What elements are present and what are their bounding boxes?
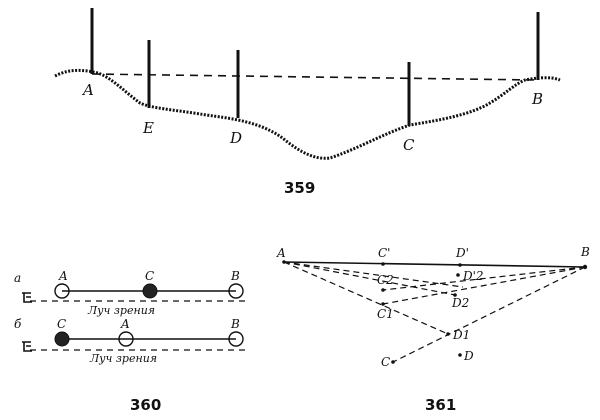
eye-icon-a xyxy=(22,292,32,303)
label-D2: D2 xyxy=(451,296,469,310)
target-B-row-a xyxy=(228,283,244,299)
line-A-C1-D2 xyxy=(283,261,456,296)
label-C-row-a: C xyxy=(145,269,154,283)
target-A-row-b xyxy=(118,331,134,347)
line-A-D1 xyxy=(283,261,449,335)
label-D-361: D xyxy=(463,349,474,363)
figure-number-360: 360 xyxy=(130,396,161,414)
eye-icon-b xyxy=(22,341,32,352)
line-B-C xyxy=(392,266,586,363)
caption-row-b: Луч зрения xyxy=(89,352,157,365)
figure-360: a A C B Луч зрения б C A B Луч зрения 36… xyxy=(14,269,250,414)
point-D2 xyxy=(453,293,457,297)
point-B xyxy=(582,264,588,270)
label-B-row-b: B xyxy=(230,317,240,331)
label-A-row-b: A xyxy=(120,317,130,331)
figure-361: A B C' D' D'2 C2 D2 C1 D1 C D 361 xyxy=(276,245,590,414)
point-C xyxy=(391,360,395,364)
point-D1 xyxy=(446,332,450,336)
label-B-361: B xyxy=(580,245,590,259)
line-B-C1 xyxy=(382,266,586,305)
label-E-359: E xyxy=(142,119,154,137)
target-A-row-a xyxy=(54,283,70,299)
point-C1 xyxy=(381,302,385,306)
label-B-359: B xyxy=(531,90,543,108)
point-A xyxy=(282,260,286,264)
point-C-prime xyxy=(381,262,385,266)
label-C-prime: C' xyxy=(378,246,390,260)
figure-359: A E D C B 359 xyxy=(54,8,561,197)
label-C-361: C xyxy=(381,355,390,369)
label-A-359: A xyxy=(81,81,94,99)
terrain-profile xyxy=(54,68,561,160)
label-C2: C2 xyxy=(377,273,394,287)
label-A-row-a: A xyxy=(58,269,68,283)
label-D2-prime: D'2 xyxy=(462,269,484,283)
target-C-row-a xyxy=(142,283,158,299)
label-D-359: D xyxy=(229,129,242,147)
label-C1: C1 xyxy=(377,307,394,321)
figure-number-359: 359 xyxy=(284,179,315,197)
caption-row-a: Луч зрения xyxy=(87,304,155,317)
point-C2 xyxy=(381,288,385,292)
point-D-prime xyxy=(458,263,462,267)
target-C-row-b xyxy=(54,331,70,347)
label-B-row-a: B xyxy=(230,269,240,283)
row-b-marker: б xyxy=(14,317,22,331)
label-C-row-b: C xyxy=(57,317,66,331)
label-A-361: A xyxy=(276,246,286,260)
label-D1: D1 xyxy=(452,328,470,342)
label-C-359: C xyxy=(403,136,415,154)
target-B-row-b xyxy=(228,331,244,347)
figure-number-361: 361 xyxy=(425,396,456,414)
sight-line-359 xyxy=(91,73,536,81)
line-B-C2 xyxy=(382,266,586,291)
row-a-marker: a xyxy=(14,271,21,285)
label-D-prime: D' xyxy=(455,246,469,260)
line-A-B xyxy=(283,261,586,268)
point-D2-prime xyxy=(456,273,460,277)
point-D xyxy=(458,353,462,357)
line-A-C2-D2prime xyxy=(283,261,464,288)
